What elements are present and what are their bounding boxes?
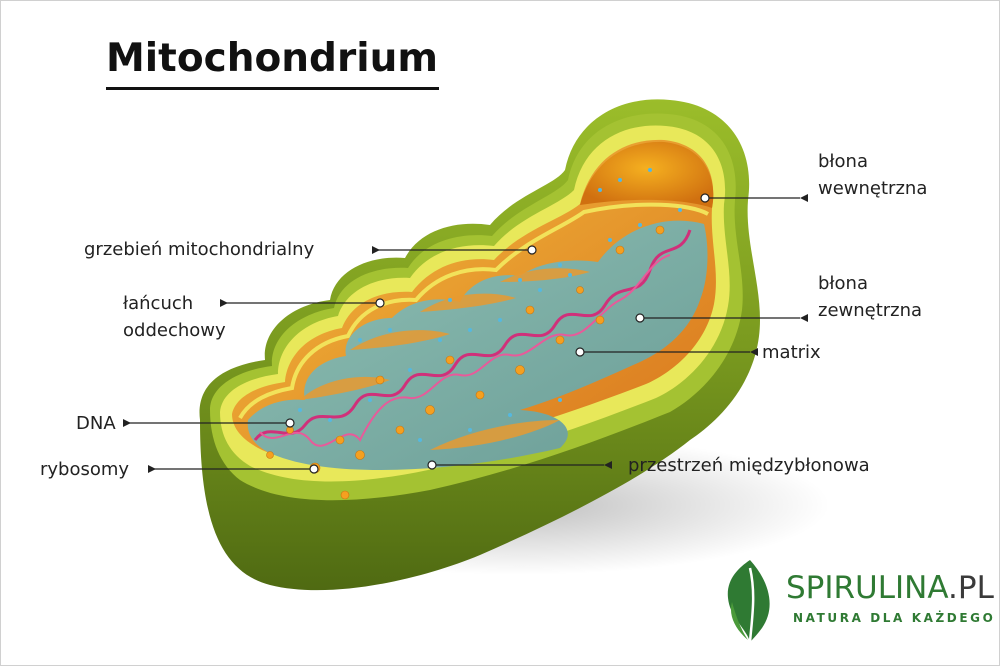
- callout-dots: [285, 193, 710, 474]
- inner-membrane: [238, 202, 709, 420]
- crista-fold: [350, 330, 450, 350]
- label-intermembrane-space: przestrzeń międzybłonowa: [628, 455, 870, 476]
- callout-arrowheads: [123, 194, 808, 473]
- dna-strand: [253, 229, 692, 441]
- brand-slogan: NATURA DLA KAŻDEGO: [793, 611, 996, 625]
- brand-logo-text: SPIRULINA.PL: [786, 570, 994, 606]
- matrix-region: [247, 220, 708, 470]
- label-ribosomes: rybosomy: [40, 459, 130, 480]
- crista-fold: [300, 376, 390, 400]
- dome: [580, 141, 714, 208]
- crista-fold: [420, 293, 516, 312]
- ribosomes: [266, 225, 665, 500]
- dna-strand: [259, 254, 671, 447]
- label-respiratory-chain: łańcuch oddechowy: [123, 293, 226, 341]
- brand-name: SPIRULINA: [786, 570, 949, 606]
- label-inner-membrane: błona wewnętrzna: [818, 151, 928, 199]
- diagram-title: Mitochondrium: [106, 36, 438, 81]
- label-outer-membrane: błona zewnętrzna: [818, 273, 923, 321]
- crista-fold: [430, 420, 560, 450]
- leaf-logo-icon: [727, 560, 770, 643]
- label-crista: grzebień mitochondrialny: [84, 239, 315, 260]
- matrix-particles: [298, 168, 682, 442]
- label-matrix: matrix: [762, 342, 821, 363]
- title-underline: [106, 87, 439, 90]
- brand-suffix: .PL: [948, 570, 994, 606]
- callout-lines: [127, 197, 800, 470]
- crista-fold: [500, 268, 590, 282]
- label-dna: DNA: [76, 413, 116, 434]
